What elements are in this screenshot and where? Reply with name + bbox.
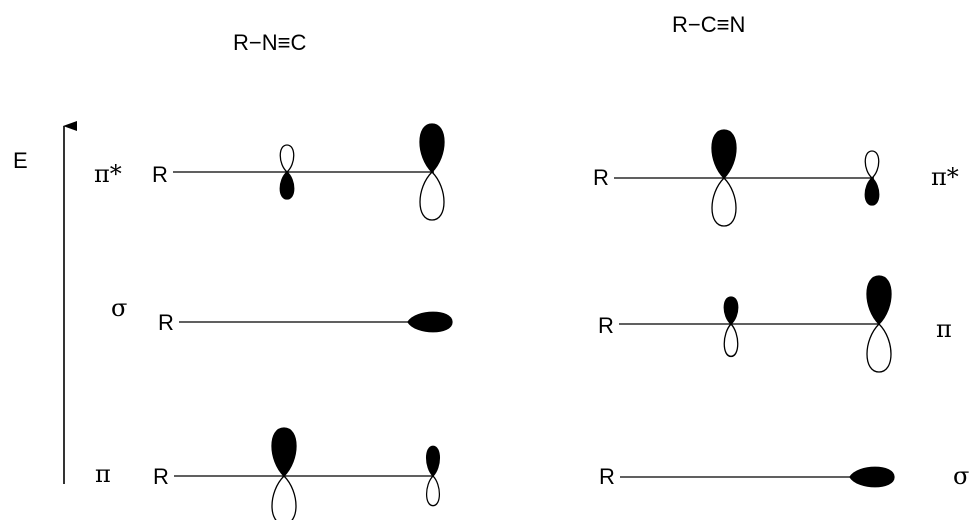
isocyanide-pi-star-c-lobe-filled	[419, 123, 445, 173]
isocyanide-sigma-c-lobe	[407, 311, 453, 333]
nitrile-pi-r: R	[598, 313, 614, 338]
isocyanide-pi-n-lobe-open	[271, 475, 297, 520]
isocyanide-pi-star-level: π* R	[94, 123, 445, 221]
nitrile-pi-star-c-lobe-open	[711, 177, 737, 227]
nitrile-sigma-n-lobe	[849, 466, 895, 488]
isocyanide-pi-level: π R	[95, 427, 441, 520]
nitrile-sigma-level: R σ	[599, 462, 969, 490]
isocyanide-sigma-label: σ	[111, 294, 127, 322]
nitrile-pi-c-lobe-open	[723, 323, 739, 358]
nitrile-sigma-label: σ	[953, 462, 969, 490]
isocyanide-pi-label: π	[95, 460, 111, 488]
isocyanide-sigma-level: σ R	[111, 294, 453, 335]
nitrile-pi-star-c-lobe-filled	[711, 129, 737, 179]
isocyanide-pi-star-c-lobe-open	[419, 171, 445, 221]
nitrile-pi-n-lobe-open	[866, 323, 892, 373]
energy-axis-label: E	[13, 148, 28, 173]
isocyanide-pi-r: R	[153, 464, 169, 489]
isocyanide-pi-n-lobe-filled	[271, 427, 297, 477]
isocyanide-title: R−N≡C	[233, 30, 306, 55]
isocyanide-pi-c-lobe-open	[425, 475, 441, 507]
nitrile-pi-label: π	[936, 315, 952, 343]
nitrile-pi-level: R π	[598, 275, 952, 373]
isocyanide-sigma-r: R	[158, 310, 174, 335]
nitrile-pi-star-label: π*	[931, 163, 959, 191]
nitrile-pi-star-n-lobe-open	[864, 150, 880, 179]
nitrile-title: R−C≡N	[672, 12, 745, 37]
nitrile-sigma-r: R	[599, 464, 615, 489]
nitrile-pi-n-lobe-filled	[866, 275, 892, 325]
isocyanide-pi-star-label: π*	[94, 160, 122, 188]
isocyanide-pi-star-r: R	[152, 162, 168, 187]
isocyanide-pi-c-lobe-filled	[425, 445, 441, 477]
nitrile-pi-star-n-lobe-filled	[864, 177, 880, 206]
nitrile-pi-c-lobe-filled	[723, 296, 739, 325]
nitrile-pi-star-level: R π*	[593, 129, 959, 227]
isocyanide-pi-star-n-lobe-open	[279, 144, 295, 173]
isocyanide-pi-star-n-lobe-filled	[279, 171, 295, 200]
nitrile-pi-star-r: R	[593, 165, 609, 190]
